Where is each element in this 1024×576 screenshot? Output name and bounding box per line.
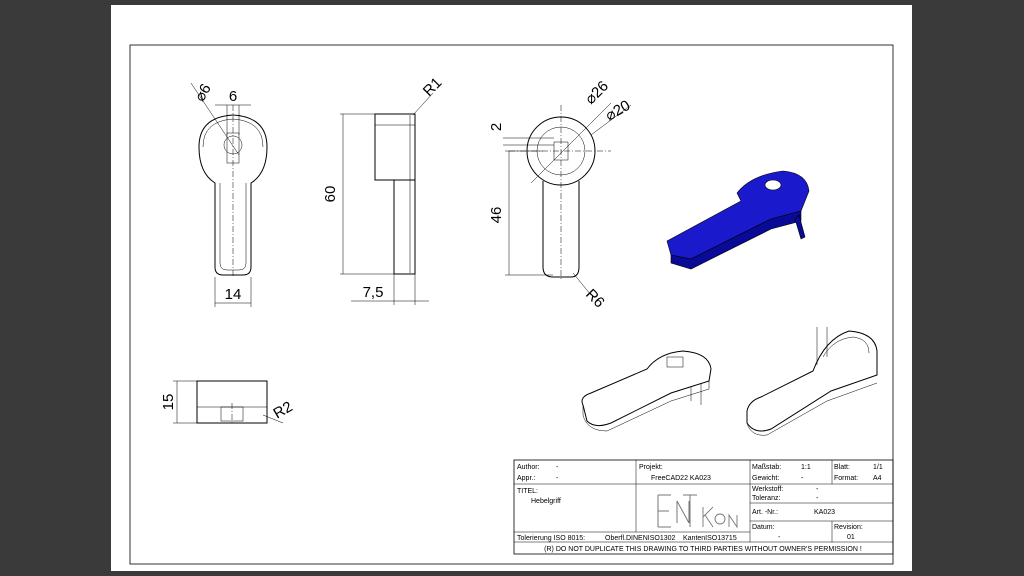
iso-view-blue	[666, 170, 810, 270]
dim-right-length: 46	[488, 207, 505, 224]
front-view: 14 6 ⌀6	[190, 81, 268, 307]
dim-side-height: 60	[322, 186, 339, 203]
dim-front-dia6: ⌀6	[191, 81, 214, 105]
massstab-value: 1:1	[801, 464, 811, 471]
side-view: 60 7,5 R1	[322, 74, 445, 305]
dim-right-dia20: ⌀20	[603, 97, 634, 125]
blatt-value: 1/1	[873, 464, 883, 471]
drawing-sheet: 14 6 ⌀6 60 7,5 R1	[111, 5, 912, 571]
bottom-view: 15 R2	[160, 380, 296, 425]
art-value: KA023	[814, 509, 835, 516]
art-label: Art. -Nr.:	[752, 509, 778, 516]
massstab-label: Maßstab:	[752, 464, 781, 471]
entkon-logo	[657, 494, 738, 529]
technical-drawing: 14 6 ⌀6 60 7,5 R1	[129, 44, 894, 565]
dim-right-gap: 2	[488, 123, 505, 131]
appr-label: Appr.:	[517, 475, 535, 482]
toleranz-label: Toleranz:	[752, 495, 780, 502]
dim-right-radius: R6	[582, 286, 608, 312]
oberfl-text: Oberfl.DINENISO1302	[605, 535, 676, 542]
right-view: 46 2 ⌀26 ⌀20 R6	[488, 78, 633, 312]
werkstoff-label: Werkstoff:	[752, 486, 783, 493]
revision-label: Revision:	[834, 524, 863, 531]
blatt-label: Blatt:	[834, 464, 850, 471]
kanten-text: KantenISO13715	[683, 535, 737, 542]
format-value: A4	[873, 475, 882, 482]
dim-bottom-height: 15	[160, 394, 177, 411]
werkstoff-value: -	[816, 486, 819, 493]
drawing-frame	[129, 44, 894, 565]
dim-side-radius: R1	[420, 74, 446, 100]
projekt-label: Projekt:	[639, 464, 663, 471]
dim-right-dia26: ⌀26	[582, 78, 612, 108]
format-label: Format:	[834, 475, 858, 482]
iso-view-1	[581, 350, 712, 432]
gewicht-label: Gewicht:	[752, 475, 779, 482]
titel-label: TITEL:	[517, 488, 538, 495]
author-label: Author:	[517, 464, 540, 471]
notice-text: (R) DO NOT DUPLICATE THIS DRAWING TO THI…	[544, 546, 862, 553]
dim-front-width-top: 6	[229, 88, 237, 105]
dim-front-width-bottom: 14	[225, 286, 242, 303]
tolerierung-text: Tolerierung ISO 8015:	[517, 535, 585, 542]
revision-value: 01	[847, 534, 855, 541]
iso-view-2	[746, 327, 878, 436]
toleranz-value: -	[816, 495, 819, 502]
projekt-value: FreeCAD22 KA023	[651, 475, 711, 482]
gewicht-value: -	[801, 475, 804, 482]
datum-label: Datum:	[752, 524, 775, 531]
dim-side-thickness: 7,5	[363, 284, 384, 301]
appr-value: -	[556, 475, 559, 482]
titel-value: Hebelgriff	[531, 498, 561, 505]
author-value: -	[556, 464, 559, 471]
dim-bottom-radius: R2	[271, 398, 296, 422]
datum-value: -	[778, 534, 781, 541]
title-block: Author: - Appr.: - Projekt: FreeCAD22 KA…	[513, 459, 894, 555]
